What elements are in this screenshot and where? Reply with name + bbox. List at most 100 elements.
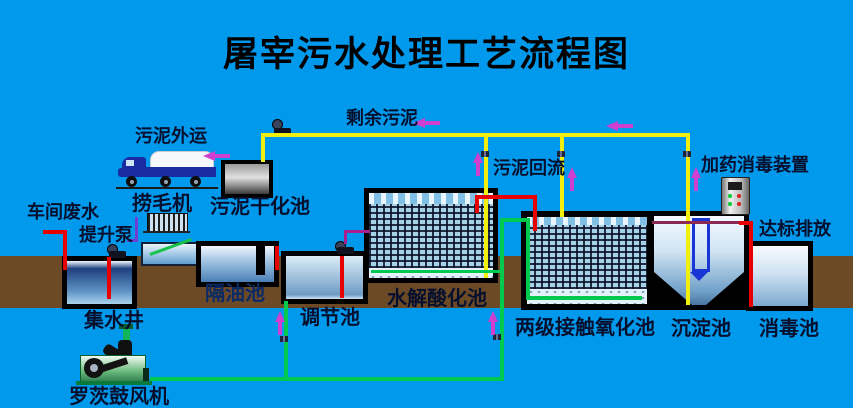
pipe-disinfection-drop	[749, 221, 753, 307]
pump-body	[109, 251, 126, 258]
lift-pump-icon	[106, 244, 128, 258]
wheel-hub	[129, 179, 134, 184]
air-header-hydrolysis	[371, 270, 492, 273]
pipe-sed-to-disinfection-jog	[739, 221, 753, 225]
feed-well-outlet-icon	[690, 272, 708, 281]
label-dosing-device: 加药消毒装置	[701, 155, 809, 175]
hair-removal-machine-icon	[147, 213, 188, 233]
pipe-air-hydrolysis-branch	[490, 270, 502, 273]
device-button-red	[737, 194, 741, 198]
pipe-air-riser	[500, 218, 504, 381]
hair-machine-base	[143, 231, 190, 233]
sludge-drying-tank	[221, 160, 273, 198]
label-sedimentation-tank: 沉淀池	[671, 318, 731, 340]
valve-icon	[493, 334, 501, 340]
label-sludge-return: 污泥回流	[493, 158, 565, 178]
pipe-oil-to-regulating	[275, 246, 279, 270]
hair-machine-pipe	[135, 217, 138, 241]
device-button-green	[728, 194, 732, 198]
sludge-pump-icon	[271, 119, 293, 135]
collection-well-tank	[62, 256, 137, 309]
label-sludge-drying-tank: 污泥干化池	[210, 196, 310, 218]
label-excess-sludge: 剩余污泥	[346, 108, 418, 128]
pipe-oxidation-inlet-drop	[533, 195, 537, 231]
truck-cab-window	[126, 160, 134, 166]
oxidation-bio-media	[527, 225, 647, 289]
wheel-hub	[163, 179, 168, 184]
flow-arrow-up-icon	[473, 152, 483, 176]
pipe-transfer-vertical	[344, 230, 347, 244]
blower-pipe-cap	[119, 324, 133, 329]
pipe-air-main	[150, 377, 504, 381]
oxidation-tank	[521, 211, 653, 310]
label-hydrolysis-tank: 水解酸化池	[387, 288, 487, 310]
pipe-hydrolysis-to-oxidation	[475, 195, 537, 199]
pump-body	[274, 128, 291, 135]
oxidation-water-surface	[527, 217, 647, 225]
label-hair-removal-machine: 捞毛机	[132, 193, 192, 215]
hydrolysis-water-surface	[369, 193, 493, 204]
label-oil-separation-tank: 隔油池	[205, 283, 265, 305]
label-oxidation-tank: 两级接触氧化池	[515, 317, 655, 339]
pipe-sludge-return-hydrolysis	[484, 137, 488, 278]
blower-riser-pipe	[123, 329, 130, 341]
flow-arrow-left-icon	[606, 121, 633, 131]
valve-icon	[481, 151, 489, 157]
label-disinfection-tank: 消毒池	[759, 318, 819, 340]
label-regulating-tank: 调节池	[300, 307, 360, 329]
label-collection-well: 集水井	[84, 310, 144, 332]
oil-tank-baffle	[256, 243, 265, 275]
transfer-pump-icon	[334, 241, 356, 254]
pipe-hydrolysis-outlet-stub	[475, 195, 479, 213]
hydrolysis-tank	[364, 188, 498, 283]
label-workshop-wastewater: 车间废水	[27, 202, 99, 222]
blower-base	[76, 381, 152, 385]
center-feed-well	[692, 218, 710, 272]
label-standard-discharge: 达标排放	[759, 219, 831, 239]
device-screen	[728, 182, 742, 190]
effluent-weir-line	[652, 221, 742, 224]
pipe-air-top-jog	[500, 218, 528, 222]
sedimentation-funnel-right	[706, 272, 744, 305]
pipe-inlet-horizontal	[43, 230, 67, 234]
hair-machine-pipe	[127, 239, 138, 242]
pipe-sludge-to-drying	[261, 133, 265, 162]
pipe-inlet-drop	[63, 230, 67, 270]
label-roots-blower: 罗茨鼓风机	[69, 386, 169, 408]
truck-bed	[146, 167, 216, 177]
dosing-device-icon	[721, 177, 750, 215]
pipe-sludge-main	[261, 133, 690, 137]
valve-icon	[557, 151, 565, 157]
valve-icon	[683, 151, 691, 157]
pipe-well-suction	[107, 257, 111, 299]
valve-icon	[280, 336, 288, 342]
roots-blower-icon	[74, 324, 160, 386]
truck-wheel	[160, 176, 171, 187]
air-header-oxidation	[526, 296, 642, 300]
page-title: 屠宰污水处理工艺流程图	[222, 35, 630, 74]
truck-wheel	[190, 176, 201, 187]
truck-hood	[118, 168, 149, 177]
sedimentation-tank	[649, 211, 749, 310]
flow-arrow-up-icon	[488, 311, 498, 335]
road-line	[116, 187, 218, 189]
flow-arrow-up-icon	[691, 167, 701, 191]
disinfection-tank	[746, 241, 813, 311]
blower-pulley-hub	[90, 364, 98, 372]
label-lift-pump: 提升泵	[79, 225, 133, 245]
truck-wheel	[126, 176, 137, 187]
wheel-hub	[193, 179, 198, 184]
blower-outlet-flange	[143, 368, 149, 381]
pipe-regulating-suction	[340, 256, 344, 298]
flow-arrow-left-icon	[203, 151, 230, 161]
flow-arrow-left-icon	[413, 118, 440, 128]
flow-arrow-up-icon	[567, 167, 577, 191]
pipe-transfer-horizontal	[344, 230, 370, 233]
device-button-green	[728, 202, 732, 206]
hydrolysis-bottom-strip	[369, 268, 493, 278]
pipe-sludge-return-oxidation	[560, 137, 564, 217]
label-sludge-outbound: 污泥外运	[135, 126, 207, 146]
pipe-air-oxidation-drop	[526, 218, 530, 300]
device-button-red	[737, 202, 741, 206]
